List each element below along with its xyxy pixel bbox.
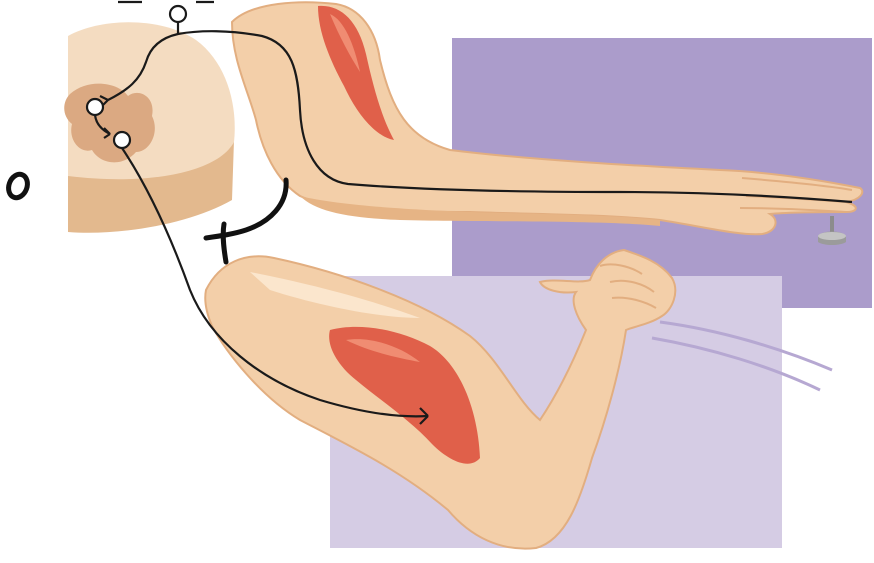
sensory-cell-body bbox=[170, 6, 186, 22]
handwritten-circle-mark bbox=[5, 172, 30, 201]
handwritten-arrow-head bbox=[223, 224, 226, 262]
motor-cell-body bbox=[114, 132, 130, 148]
interneuron-cell-body bbox=[87, 99, 103, 115]
